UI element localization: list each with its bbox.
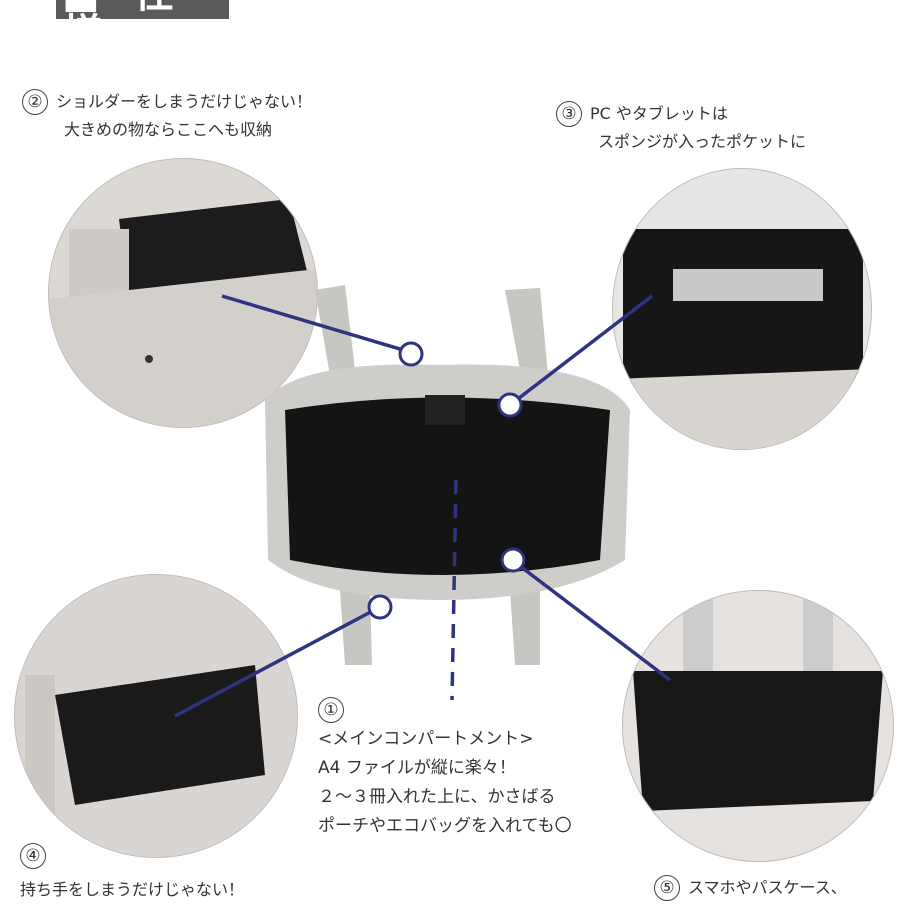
callout-1: ① <メインコンパートメント> A4 ファイルが縦に楽々！ ２～３冊入れた上に、… [318, 696, 572, 841]
leader-line-1 [450, 479, 458, 701]
callout-text: ポーチやエコバッグを入れても〇 [318, 816, 572, 836]
callout-text: ２～３冊入れた上に、かさばる [318, 787, 556, 807]
callout-text: 持ち手をしまうだけじゃない！ [20, 880, 245, 899]
callout-3: ③ PC やタブレットは スポンジが入ったポケットに [556, 100, 806, 156]
leader-line-4 [174, 605, 381, 718]
leader-line-3 [508, 294, 654, 407]
callout-number: ② [22, 89, 48, 115]
leader-line-2 [221, 294, 411, 354]
callout-4: ④ 持ち手をしまうだけじゃない！ [20, 842, 244, 904]
callout-text: スマホやパスケース、 [688, 878, 847, 897]
marker-2 [398, 341, 424, 367]
detail-photo-5 [622, 590, 894, 862]
callout-text: PC やタブレットは [590, 104, 728, 123]
callout-text: 大きめの物ならここへも収納 [64, 120, 273, 139]
callout-text: A4 ファイルが縦に楽々！ [318, 758, 516, 778]
callout-5: ⑤ スマホやパスケース、 [654, 874, 847, 902]
marker-4 [367, 594, 393, 620]
leader-line-5 [510, 558, 672, 682]
callout-2: ② ショルダーをしまうだけじゃない！ 大きめの物ならここへも収納 [22, 88, 312, 144]
bag-photo [265, 285, 630, 665]
callout-number: ④ [20, 843, 46, 869]
callout-number: ⑤ [654, 875, 680, 901]
detail-photo-3 [612, 168, 872, 450]
callout-number: ③ [556, 101, 582, 127]
callout-text: ショルダーをしまうだけじゃない！ [56, 92, 313, 111]
callout-text: <メインコンパートメント> [318, 729, 534, 749]
section-title: ■ 仕様 [62, 0, 229, 19]
detail-photo-2 [48, 158, 318, 428]
section-header: ■ 仕様 [56, 0, 229, 19]
callout-number: ① [318, 697, 344, 723]
callout-text: スポンジが入ったポケットに [598, 132, 807, 151]
marker-3 [497, 392, 523, 418]
marker-5 [500, 547, 526, 573]
detail-photo-4 [14, 574, 298, 858]
